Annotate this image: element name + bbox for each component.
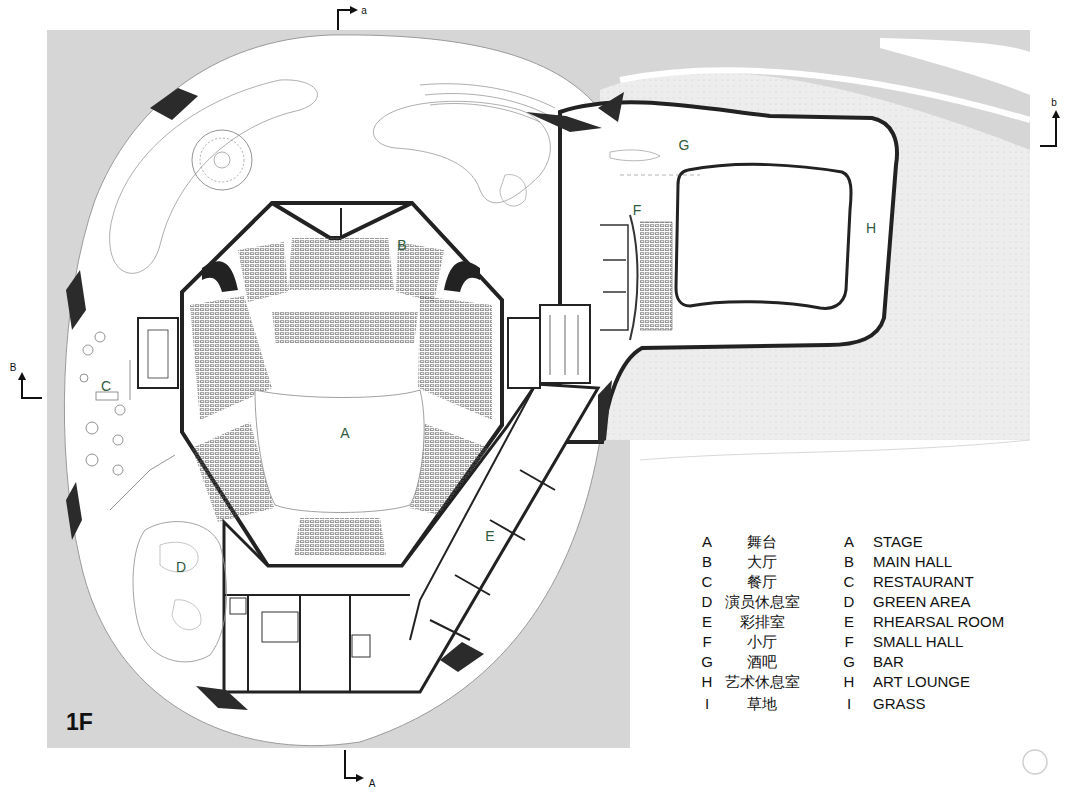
legend-chinese: 酒吧 [747,654,777,669]
legend-key: C [702,574,713,589]
legend-english: BAR [873,654,904,669]
room-letter: F [633,203,642,217]
legend-chinese: 小厅 [747,634,777,649]
legend-english: GREEN AREA [873,594,971,609]
legend-chinese: 舞台 [747,534,777,549]
legend-chinese: 大厅 [747,554,777,569]
floor-title: 1F [66,711,93,734]
room-letter: C [101,379,111,393]
legend-english: RESTAURANT [873,574,974,589]
room-letter: D [176,560,186,574]
legend-key: B [844,554,854,569]
legend-key: A [844,534,854,549]
room-letter: B [397,238,406,252]
legend-key: F [844,634,853,649]
section-mark: b [1051,98,1057,108]
room-letter: A [340,426,349,440]
legend-english: RHEARSAL ROOM [873,614,1004,629]
room-letter: E [485,529,494,543]
legend-key: B [702,554,712,569]
legend-key: I [705,696,709,711]
legend-english: SMALL HALL [873,634,963,649]
legend-chinese: 彩排室 [740,614,785,629]
section-mark: a [361,6,367,16]
legend-key: G [843,654,855,669]
legend-key: F [702,634,711,649]
legend-english: GRASS [873,696,926,711]
legend-english: MAIN HALL [873,554,952,569]
legend-key: E [844,614,854,629]
legend-chinese: 演员休息室 [725,594,800,609]
legend-key: A [702,534,712,549]
legend-english: STAGE [873,534,923,549]
legend-key: E [702,614,712,629]
legend-key: H [702,674,713,689]
legend-key: D [844,594,855,609]
legend-key: D [702,594,713,609]
legend-english: ART LOUNGE [873,674,970,689]
room-letter: H [866,221,876,235]
legend-key: I [847,696,851,711]
legend-key: C [844,574,855,589]
legend-chinese: 草地 [747,696,777,711]
legend-chinese: 餐厅 [747,574,777,589]
legend-key: H [844,674,855,689]
legend-chinese: 艺术休息室 [725,674,800,689]
section-mark: B [10,363,17,373]
legend-key: G [701,654,713,669]
section-mark: A [369,779,376,789]
room-letter: G [679,138,690,152]
